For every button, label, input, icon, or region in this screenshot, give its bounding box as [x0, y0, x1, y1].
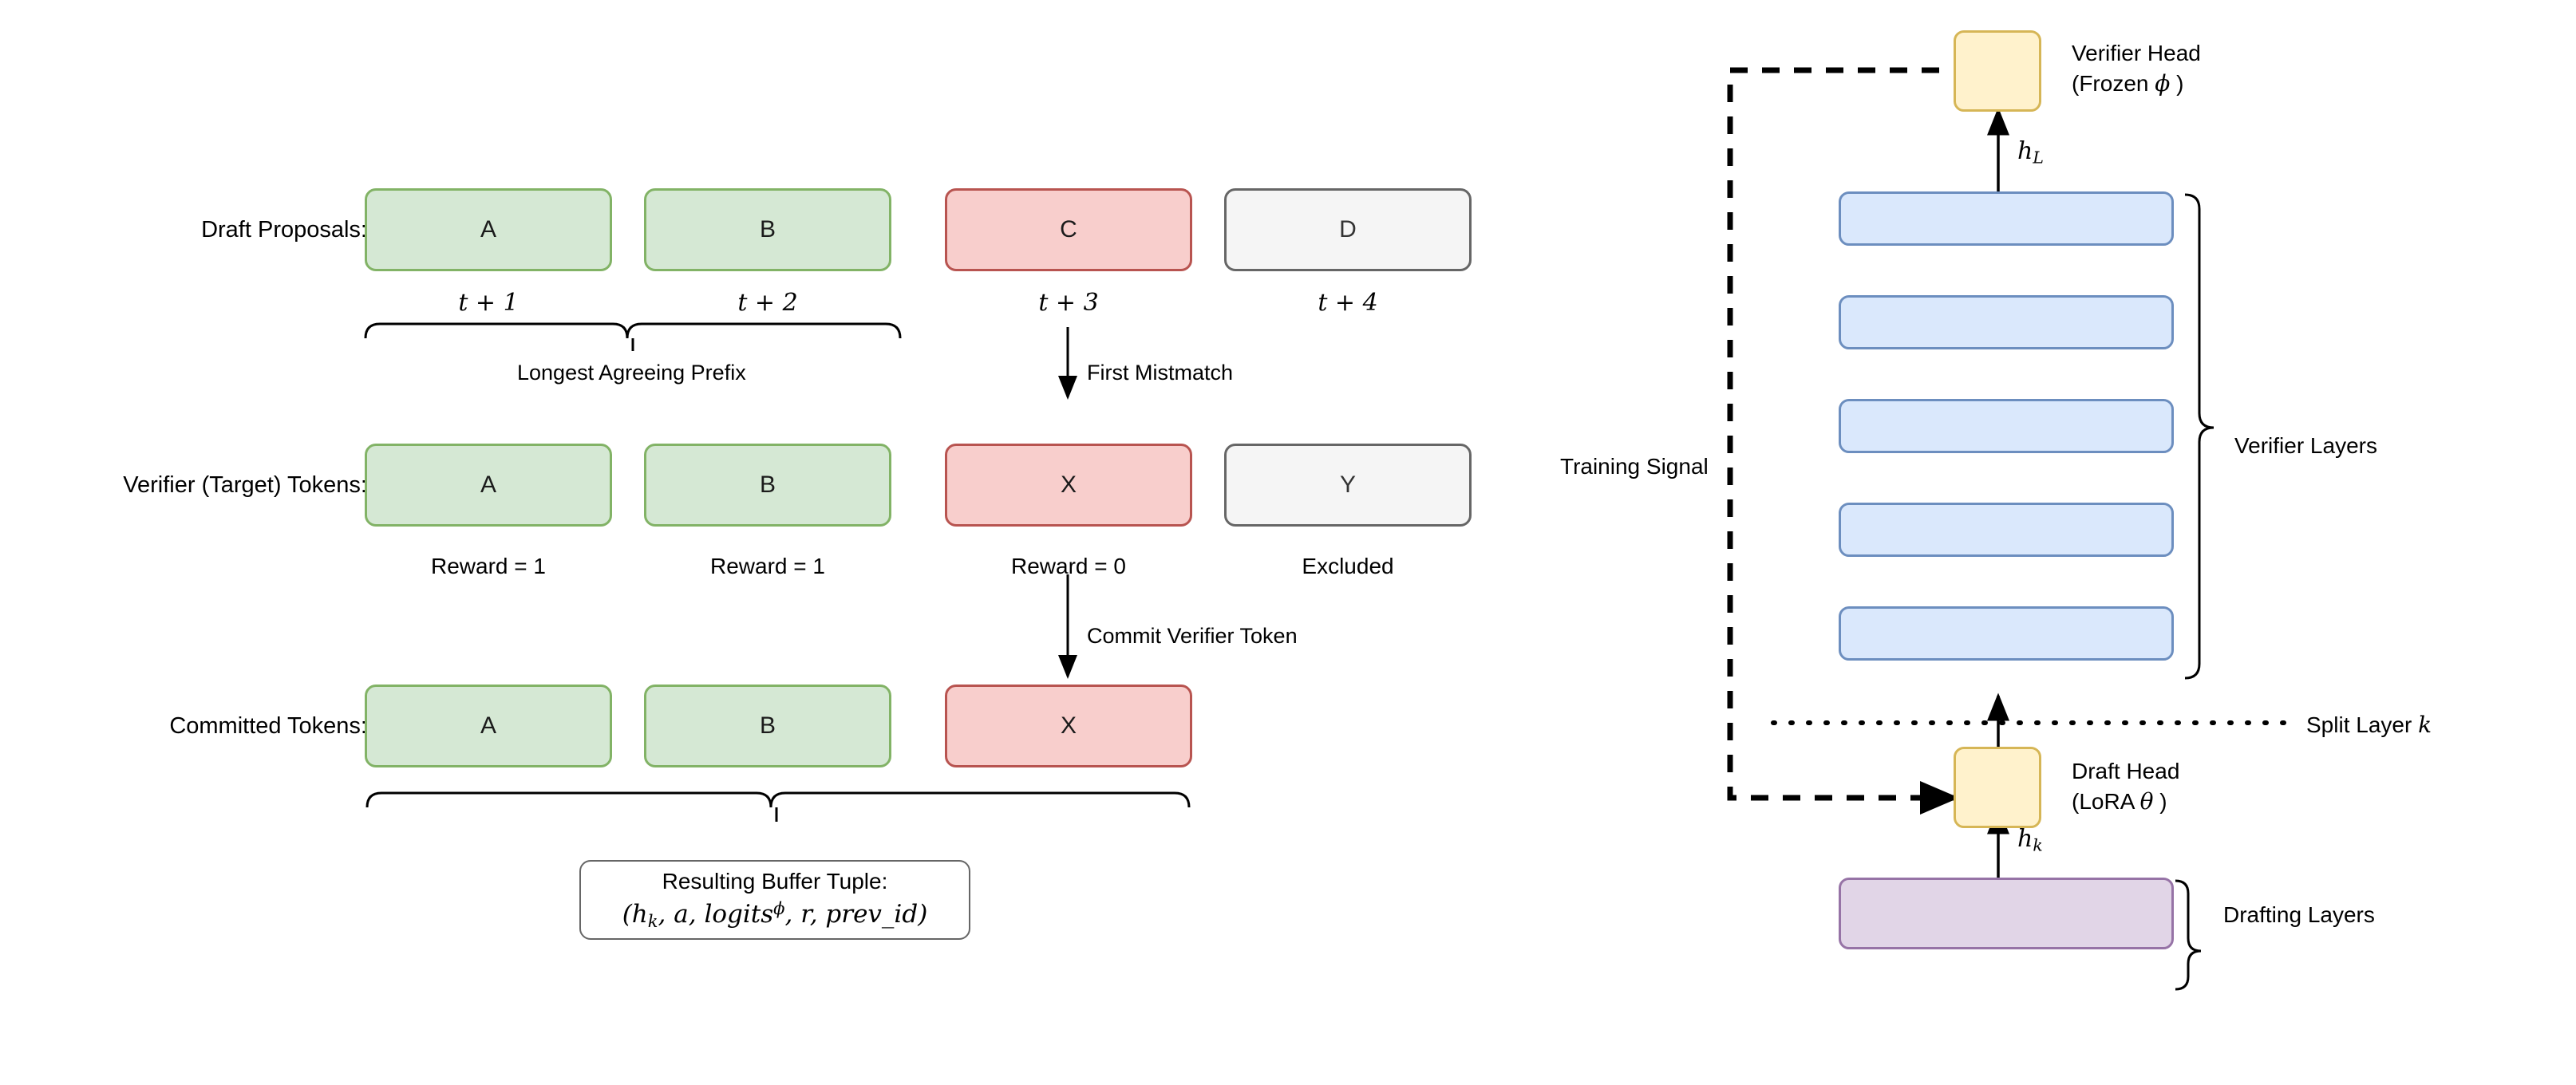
- tuple-r: r: [800, 900, 810, 929]
- draft-head-line2: (LoRA θ ): [2072, 787, 2179, 817]
- token-committed-0: A: [365, 685, 612, 767]
- split-layer-k-symbol: k: [2418, 712, 2432, 738]
- token-committed-2: X: [945, 685, 1192, 767]
- verifier-layer-block-3: [1839, 399, 2174, 453]
- token-verifier-2: X: [945, 444, 1192, 527]
- tuple-comma-1: ,: [658, 900, 674, 929]
- tuple-paren-open: (: [622, 900, 632, 929]
- token-draft-0: A: [365, 188, 612, 271]
- tuple-h-subscript: k: [647, 911, 658, 932]
- tuple-prev-id: prev_id: [825, 900, 919, 929]
- verifier-head-line1: Verifier Head: [2072, 41, 2201, 65]
- verifier-head-line2: (Frozen ϕ ): [2072, 69, 2201, 99]
- label-longest-agreeing-prefix: Longest Agreeing Prefix: [517, 361, 746, 385]
- h-L-subscript: L: [2033, 148, 2044, 168]
- token-verifier-1: B: [644, 444, 891, 527]
- caption-verifier-0: Reward = 1: [431, 554, 546, 578]
- h-L-base: h: [2017, 137, 2033, 165]
- row-label-committed-tokens: Committed Tokens:: [169, 713, 367, 739]
- drafting-layers-block: [1839, 878, 2174, 949]
- verifier-head-block: [1954, 30, 2041, 112]
- caption-draft-2: t + 3: [1038, 289, 1099, 317]
- resulting-buffer-tuple-box: Resulting Buffer Tuple: (hk, a, logitsϕ,…: [579, 860, 970, 940]
- h-k-subscript: k: [2033, 835, 2043, 855]
- caption-draft-3: t + 4: [1318, 289, 1378, 317]
- verifier-layer-block-1: [1839, 191, 2174, 246]
- token-committed-1: B: [644, 685, 891, 767]
- row-label-draft-proposals: Draft Proposals:: [201, 217, 367, 243]
- split-layer-text: Split Layer: [2306, 712, 2419, 737]
- tuple-comma-2: ,: [688, 900, 705, 929]
- edge-label-h-L: hL: [2017, 137, 2044, 168]
- brace-drafting-layers: [2175, 879, 2202, 991]
- caption-draft-0: t + 1: [458, 289, 519, 317]
- tuple-comma-4: ,: [809, 900, 826, 929]
- verifier-layer-block-4: [1839, 503, 2174, 557]
- verifier-layers-label: Verifier Layers: [2234, 433, 2377, 458]
- training-signal-label: Training Signal: [1560, 454, 1709, 479]
- label-first-mismatch: First Mistmatch: [1087, 361, 1234, 385]
- draft-head-lora-prefix: (LoRA: [2072, 788, 2140, 814]
- row-label-verifier-tokens: Verifier (Target) Tokens:: [123, 472, 367, 498]
- caption-verifier-3: Excluded: [1302, 554, 1394, 578]
- tuple-h: h: [631, 900, 648, 929]
- draft-head-label: Draft Head (LoRA θ ): [2072, 756, 2179, 817]
- tuple-title: Resulting Buffer Tuple:: [662, 869, 888, 894]
- draft-head-lora-suffix: ): [2153, 788, 2167, 814]
- h-k-base: h: [2017, 825, 2033, 853]
- draft-head-block: [1954, 747, 2041, 828]
- tuple-logits: logits: [704, 900, 774, 929]
- token-draft-1: B: [644, 188, 891, 271]
- tuple-a: a: [674, 900, 689, 929]
- verifier-layer-block-2: [1839, 295, 2174, 349]
- tuple-comma-3: ,: [784, 900, 801, 929]
- tuple-logits-superscript: ϕ: [773, 898, 785, 919]
- verifier-layer-block-5: [1839, 606, 2174, 661]
- token-verifier-0: A: [365, 444, 612, 527]
- theta-symbol: θ: [2139, 787, 2154, 815]
- brace-longest-agreeing-prefix: [364, 322, 902, 339]
- tuple-paren-close: ): [918, 900, 928, 929]
- split-layer-label: Split Layer k: [2306, 710, 2432, 740]
- tuple-expression: (hk, a, logitsϕ, r, prev_id): [622, 898, 928, 932]
- drafting-layers-label: Drafting Layers: [2223, 902, 2375, 927]
- brace-verifier-layers: [2184, 193, 2214, 680]
- phi-symbol: ϕ: [2155, 69, 2171, 97]
- label-commit-verifier-token: Commit Verifier Token: [1087, 624, 1298, 648]
- draft-head-line1: Draft Head: [2072, 759, 2180, 783]
- caption-verifier-2: Reward = 0: [1011, 554, 1126, 578]
- token-draft-3: D: [1224, 188, 1472, 271]
- caption-draft-1: t + 2: [737, 289, 798, 317]
- brace-committed-tokens: [365, 791, 1191, 808]
- caption-verifier-1: Reward = 1: [710, 554, 825, 578]
- verifier-head-label: Verifier Head (Frozen ϕ ): [2072, 38, 2201, 99]
- token-draft-2: C: [945, 188, 1192, 271]
- verifier-head-frozen-suffix: ): [2170, 70, 2184, 96]
- edge-label-h-k: hk: [2017, 825, 2043, 855]
- token-verifier-3: Y: [1224, 444, 1472, 527]
- verifier-head-frozen-prefix: (Frozen: [2072, 70, 2155, 96]
